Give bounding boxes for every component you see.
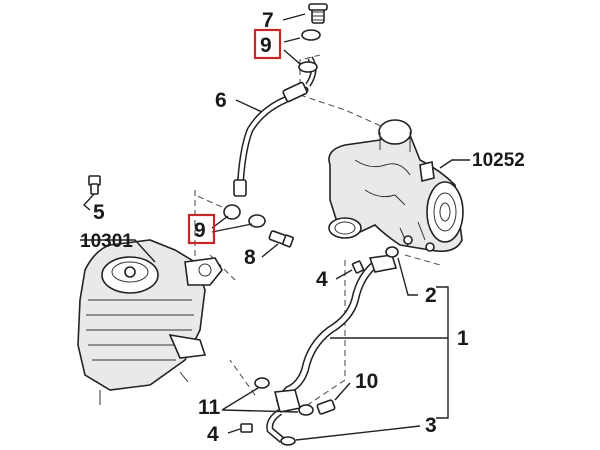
oil-filter-assembly: 10301 (77, 231, 223, 405)
sealing-washers-lower: 9 (187, 204, 266, 245)
label-8: 8 (244, 246, 256, 269)
label-1: 1 (457, 327, 469, 350)
label-10301: 10301 (80, 231, 133, 252)
screw-lower: 4 (207, 423, 253, 446)
label-6: 6 (215, 89, 227, 112)
banjo-bolt-lower: 8 (244, 230, 294, 269)
label-10: 10 (355, 370, 378, 393)
sealing-washers-top: 9 (253, 28, 321, 73)
washers-lower: 11 (198, 377, 314, 419)
bolt-right: 10 (316, 370, 378, 415)
highlight-box-9-lower (187, 213, 216, 245)
label-10252: 10252 (472, 150, 525, 171)
label-9-top: 9 (260, 34, 272, 57)
bolt-left: 5 (82, 175, 105, 224)
label-4-lower: 4 (207, 423, 219, 446)
label-5: 5 (93, 201, 105, 224)
group-bracket (436, 286, 449, 419)
label-7: 7 (262, 9, 274, 32)
label-2: 2 (425, 284, 437, 307)
label-9-lower: 9 (194, 219, 206, 242)
turbocharger-assembly: 10252 (328, 119, 525, 253)
screw-upper: 4 (316, 260, 365, 291)
label-11: 11 (198, 396, 221, 419)
banjo-bolt-top: 7 (262, 3, 328, 32)
lower-gasket: 3 (280, 414, 437, 446)
gasket-ring: 2 (385, 246, 437, 307)
oil-feed-pipe: 6 (215, 56, 317, 197)
highlight-box-9-top (253, 28, 282, 60)
label-3: 3 (425, 414, 437, 437)
label-4-upper: 4 (316, 268, 328, 291)
